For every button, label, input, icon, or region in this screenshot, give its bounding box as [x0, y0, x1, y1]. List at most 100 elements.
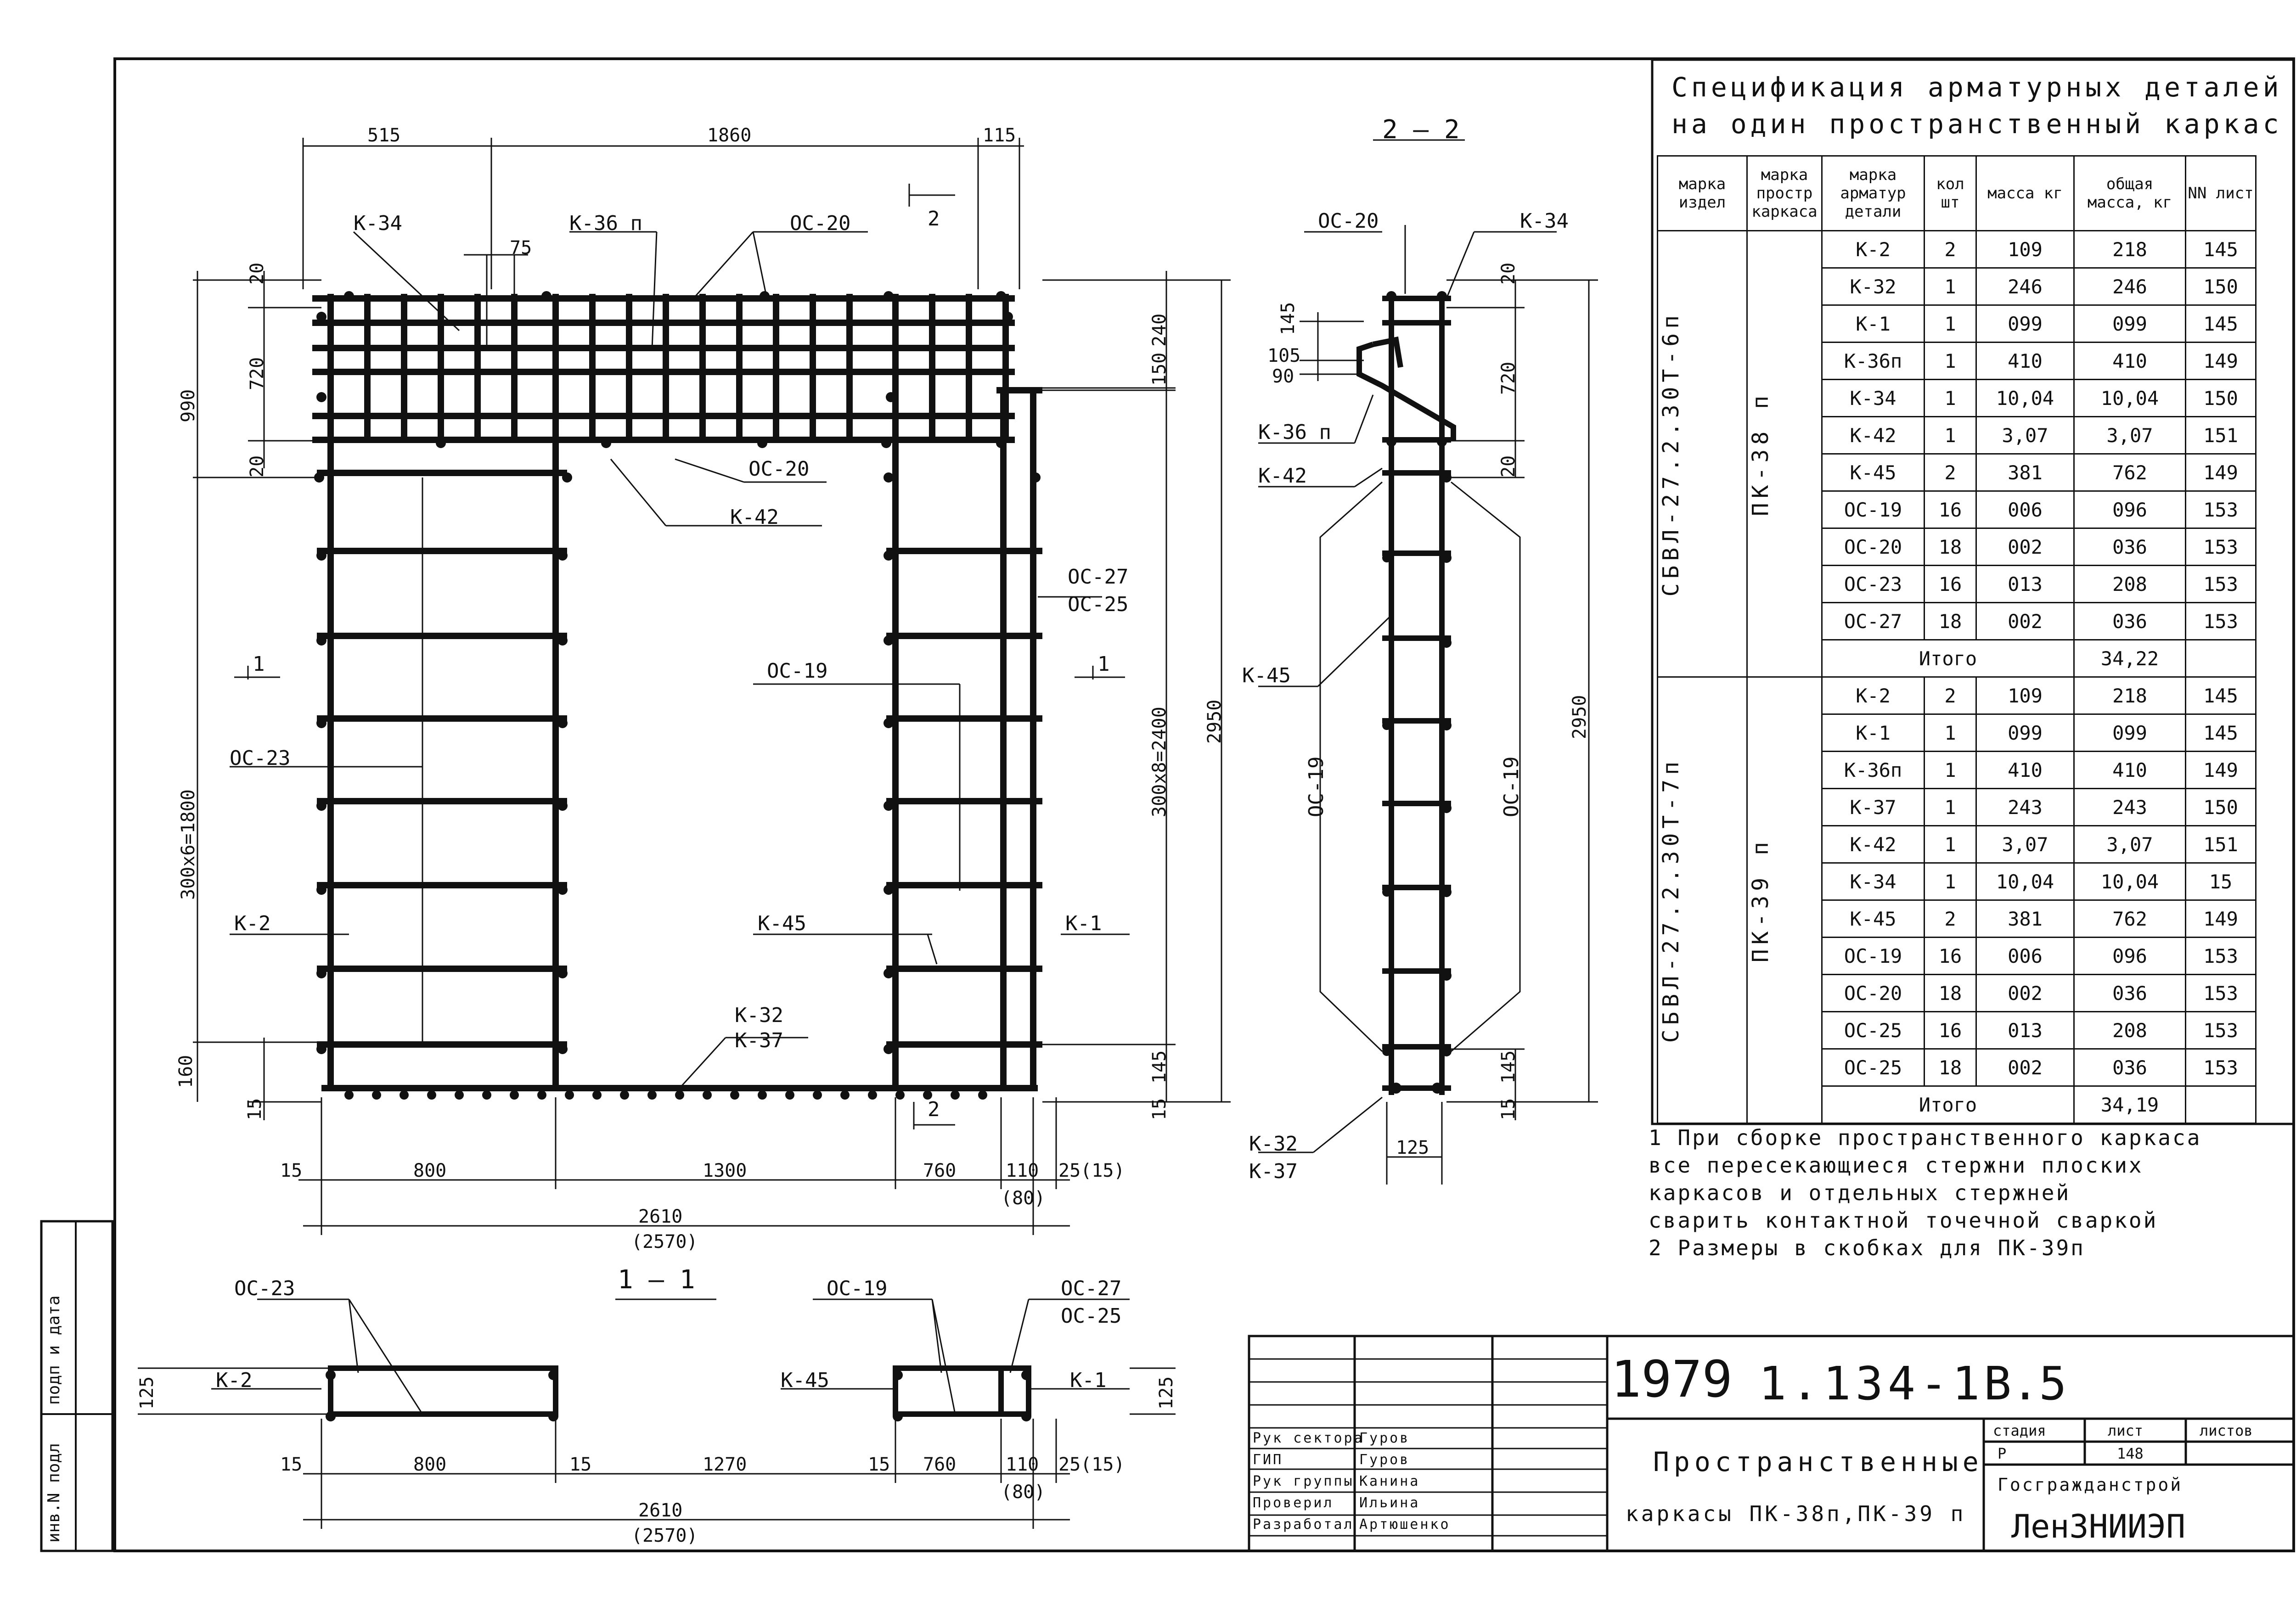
spec-izdel-cell: СБВЛ-27.2.30Т-6п [1657, 230, 1748, 678]
spec-h-det: марка арматур детали [1821, 155, 1925, 231]
spec-karkas-cell: ПК-38 п [1746, 230, 1823, 678]
dim-right-2400: 300х8=2400 [1149, 707, 1170, 817]
spec-mark: ОС-25 [1821, 1011, 1925, 1050]
spec-mass: 109 [1975, 676, 2075, 715]
tb-role: Разработал [1253, 1516, 1354, 1533]
dim-bottom-80: (80) [1001, 1188, 1046, 1209]
spec-total: 036 [2073, 602, 2186, 640]
dim-left-15: 15 [244, 1098, 265, 1120]
spec-sheet: 153 [2185, 528, 2257, 566]
tb-role: Рук сектора [1253, 1430, 1364, 1446]
label-k32: К-32 [735, 1004, 783, 1027]
side-label-os20: ОС-20 [1318, 209, 1379, 233]
section-mark-bottom: 2 [928, 1098, 940, 1121]
front-view-dots [314, 291, 1041, 1100]
spec-mark: К-1 [1821, 713, 1925, 752]
side-stamp [40, 1220, 114, 1552]
note-line: каркасов и отдельных стержней [1649, 1180, 2071, 1205]
spec-total: 10,04 [2073, 379, 2186, 417]
spec-total-label: Итого [1821, 1085, 2075, 1124]
spec-sheet: 150 [2185, 788, 2257, 826]
spec-qty: 1 [1924, 342, 1977, 380]
spec-sheet: 153 [2185, 974, 2257, 1012]
sect-dim-760: 760 [923, 1454, 957, 1475]
spec-sheet: 149 [2185, 751, 2257, 789]
label-k37: К-37 [735, 1029, 783, 1052]
spec-mass: 243 [1975, 788, 2075, 826]
spec-qty: 16 [1924, 1011, 1977, 1050]
tb-issue: В.5 [1984, 1357, 2067, 1410]
tb-sheets-label: листов [2200, 1422, 2253, 1439]
sect-dim-110: 110 [1006, 1454, 1039, 1475]
tb-org1: Госгражданстрой [1998, 1475, 2183, 1495]
dim-bottom-2570: (2570) [631, 1231, 698, 1252]
spec-mark: К-36п [1821, 751, 1925, 789]
spec-sheet: 153 [2185, 565, 2257, 603]
side-dim-125: 125 [1396, 1137, 1429, 1158]
spec-header-row: марка издел марка простр каркаса марка а… [1657, 155, 2257, 231]
side-dim-720: 720 [1498, 361, 1519, 395]
dim-top-1860: 1860 [707, 125, 752, 146]
tb-series: 1.134-1 [1759, 1357, 1985, 1410]
dim-top-115: 115 [983, 125, 1016, 146]
sect-dim-800: 800 [413, 1454, 447, 1475]
side-label-k34: К-34 [1520, 209, 1569, 233]
side-stamp-inv: инв.N подл [45, 1443, 63, 1543]
sect-dim-15c: 15 [868, 1454, 890, 1475]
tb-sheet-label: лист [2108, 1422, 2144, 1439]
spec-qty: 2 [1924, 453, 1977, 492]
dim-bottom-1300: 1300 [703, 1160, 747, 1181]
dim-left-720: 720 [247, 357, 268, 390]
spec-mark: К-45 [1821, 899, 1925, 938]
dim-left-20a: 20 [247, 262, 268, 285]
spec-total: 762 [2073, 453, 2186, 492]
sect-dim-80: (80) [1001, 1482, 1046, 1503]
spec-sheet: 153 [2185, 602, 2257, 640]
spec-total: 036 [2073, 528, 2186, 566]
spec-total: 218 [2073, 230, 2186, 269]
tb-role: ГИП [1253, 1452, 1283, 1468]
spec-qty: 1 [1924, 267, 1977, 306]
side-dim-105: 105 [1267, 345, 1301, 366]
spec-total: 246 [2073, 267, 2186, 306]
spec-mass: 002 [1975, 974, 2075, 1012]
spec-total-value: 34,22 [2073, 639, 2186, 678]
dim-left-160: 160 [175, 1055, 197, 1088]
spec-total: 243 [2073, 788, 2186, 826]
spec-h-izdel: марка издел [1657, 155, 1748, 231]
label-os20-mid: ОС-20 [748, 457, 810, 481]
spec-sheet: 145 [2185, 676, 2257, 715]
spec-sheet: 149 [2185, 453, 2257, 492]
sect-label-k1: К-1 [1070, 1369, 1107, 1392]
spec-qty: 16 [1924, 490, 1977, 529]
tb-name-line2: каркасы ПК-38п,ПК-39 п [1626, 1501, 1966, 1526]
spec-mark: К-37 [1821, 788, 1925, 826]
note-line: все пересекающиеся стержни плоских [1649, 1153, 2144, 1178]
side-label-k42: К-42 [1258, 464, 1307, 488]
spec-mark: ОС-23 [1821, 565, 1925, 603]
spec-izdel: СБВЛ-27.2.30Т-6п [1658, 311, 1684, 597]
spec-mark: ОС-20 [1821, 974, 1925, 1012]
spec-table: марка издел марка простр каркаса марка а… [1657, 155, 2257, 1124]
label-k42: К-42 [730, 505, 779, 529]
notes: 1 При сборке пространственного каркаса в… [1649, 1124, 2201, 1262]
spec-qty: 1 [1924, 416, 1977, 455]
spec-total: 099 [2073, 713, 2186, 752]
spec-sheet: 153 [2185, 490, 2257, 529]
spec-mass: 410 [1975, 751, 2075, 789]
spec-sheet: 145 [2185, 713, 2257, 752]
note-line: 1 При сборке пространственного каркаса [1649, 1125, 2202, 1150]
side-label-k32: К-32 [1249, 1132, 1298, 1156]
